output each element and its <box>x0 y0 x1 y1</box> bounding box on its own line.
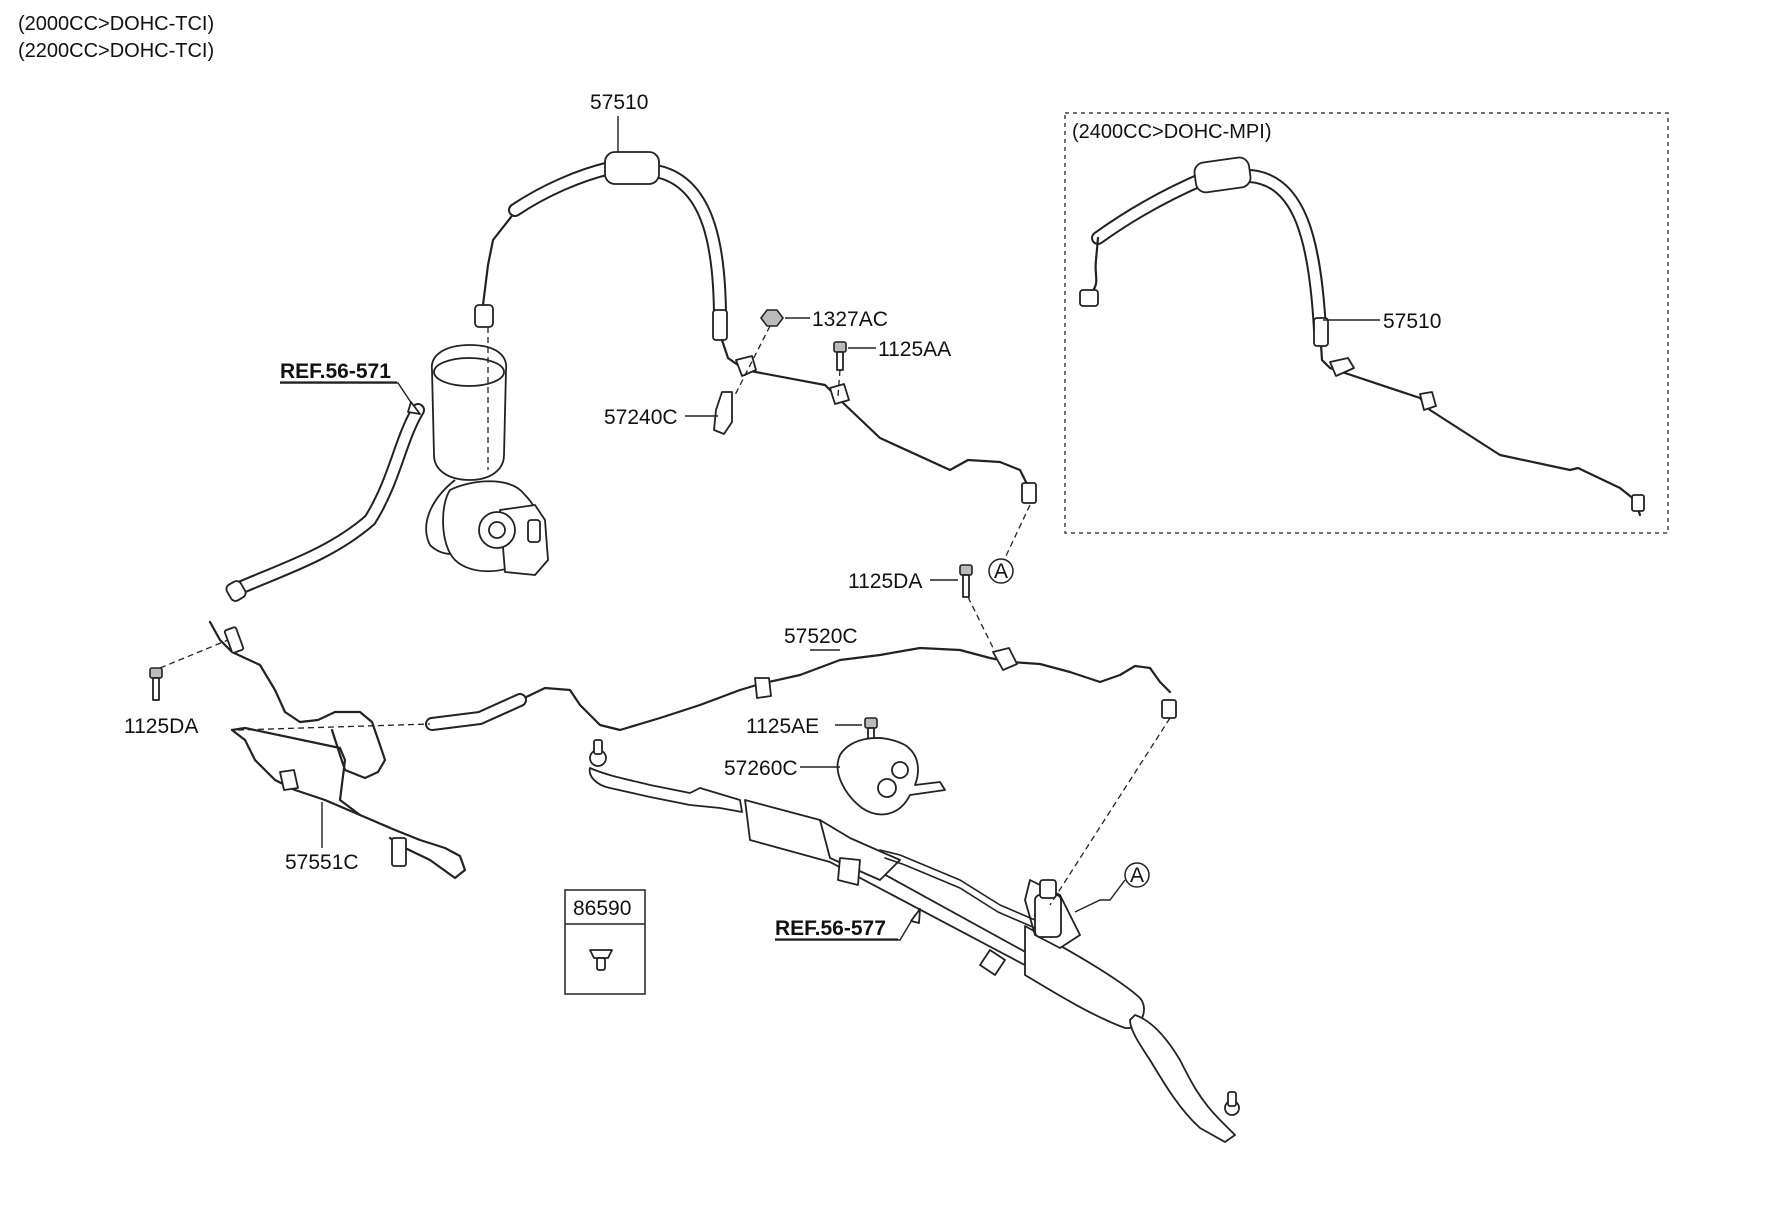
inset-label-57510: 57510 <box>1383 310 1441 333</box>
bracket-57240C <box>713 391 733 435</box>
valve-body <box>1034 894 1062 938</box>
label-57240C: 57240C <box>604 406 678 429</box>
bolt-1125AA <box>833 341 847 371</box>
pressure-hose-57510 <box>474 151 1037 504</box>
marker-a-bottom: A <box>1124 862 1150 888</box>
clip-86590-box: 86590 <box>564 889 646 995</box>
nut-1327AC <box>760 309 784 327</box>
pump-reservoir-assembly <box>225 344 549 602</box>
label-1125DA-right: 1125DA <box>848 570 922 593</box>
svg-text:A: A <box>994 560 1008 583</box>
bolt-1125DA-right <box>959 564 973 598</box>
inset-2400cc: (2400CC>DOHC-MPI) 57510 <box>1064 112 1669 534</box>
label-57520C: 57520C <box>784 625 858 648</box>
label-1327AC: 1327AC <box>812 308 888 331</box>
engine-spec-line-2: (2200CC>DOHC-TCI) <box>18 40 214 62</box>
inset-hose-57510 <box>1079 156 1645 517</box>
inset-frame <box>1064 112 1669 534</box>
engine-spec-line-1: (2000CC>DOHC-TCI) <box>18 13 214 35</box>
rack-housing <box>744 799 1071 986</box>
hose-clamp-top <box>604 151 660 185</box>
clip-icon <box>589 949 613 971</box>
steering-gear-assembly <box>588 739 1240 1143</box>
label-1125AE: 1125AE <box>746 715 819 738</box>
return-line-57520C <box>208 620 1177 780</box>
inset-title: (2400CC>DOHC-MPI) <box>1072 121 1271 143</box>
label-1125DA-left: 1125DA <box>124 715 198 738</box>
bolt-1125DA-left <box>149 667 163 701</box>
marker-a-top: A <box>988 558 1014 584</box>
label-86590: 86590 <box>573 897 631 920</box>
ref-gear-label: REF.56-577 <box>775 917 886 940</box>
leader-ref-pump <box>280 382 417 411</box>
label-57551C: 57551C <box>285 851 359 874</box>
cooler-line-57551C <box>230 726 467 880</box>
label-57510: 57510 <box>590 91 648 114</box>
label-57260C: 57260C <box>724 757 798 780</box>
ref-pump-label: REF.56-571 <box>280 360 391 383</box>
bracket-57260C <box>836 737 946 816</box>
leader-ref-gear <box>775 914 916 941</box>
svg-text:A: A <box>1130 864 1144 887</box>
label-1125AA: 1125AA <box>878 338 951 361</box>
